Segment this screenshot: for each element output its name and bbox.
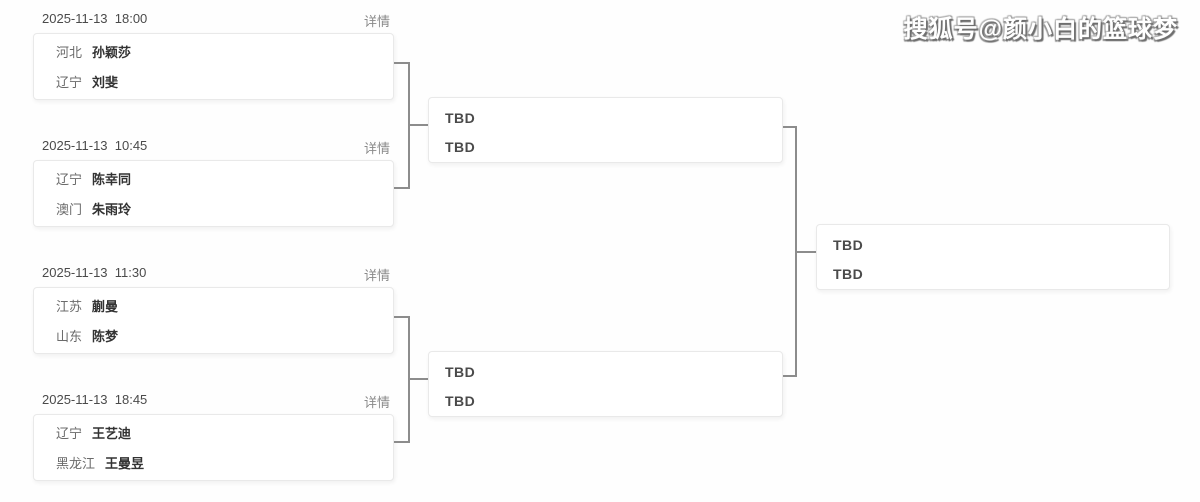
player-name: 孙颖莎 <box>92 45 132 60</box>
player-region: 河北 <box>56 45 83 60</box>
tbd-slot: TBD <box>445 364 476 380</box>
player-name: 蒯曼 <box>92 299 119 314</box>
tbd-slot: TBD <box>833 237 864 253</box>
player-row: 辽宁陈幸同 <box>34 165 393 195</box>
player-region: 澳门 <box>56 202 83 217</box>
player-name: 王曼昱 <box>105 456 145 471</box>
bracket-connector-stub <box>410 124 428 126</box>
player-row: 河北孙颖莎 <box>34 38 393 68</box>
match-header: 2025-11-13 18:00 详情 <box>33 11 394 33</box>
watermark: 搜狐号@颜小白的篮球梦 <box>903 16 1178 43</box>
match-datetime: 2025-11-13 11:30 <box>42 265 147 280</box>
semifinal-box: TBD TBD <box>428 351 783 417</box>
details-link[interactable]: 详情 <box>363 141 390 156</box>
match-header: 2025-11-13 18:45 详情 <box>33 392 394 414</box>
player-region: 辽宁 <box>56 75 83 90</box>
tbd-slot: TBD <box>833 266 864 282</box>
match-datetime: 2025-11-13 18:45 <box>42 392 148 407</box>
match-datetime: 2025-11-13 10:45 <box>42 138 148 153</box>
details-link[interactable]: 详情 <box>363 268 390 283</box>
match-box: 辽宁陈幸同 澳门朱雨玲 <box>33 160 394 227</box>
bracket-connector <box>394 316 410 443</box>
match-box: 辽宁王艺迪 黑龙江王曼昱 <box>33 414 394 481</box>
player-region: 辽宁 <box>56 172 83 187</box>
match-card: 2025-11-13 11:30 详情 江苏蒯曼 山东陈梦 <box>33 265 394 354</box>
player-row: 辽宁王艺迪 <box>34 419 393 449</box>
match-card: 2025-11-13 18:45 详情 辽宁王艺迪 黑龙江王曼昱 <box>33 392 394 481</box>
player-name: 陈幸同 <box>92 172 132 187</box>
player-name: 王艺迪 <box>92 426 132 441</box>
player-row: 江苏蒯曼 <box>34 292 393 322</box>
match-datetime: 2025-11-13 18:00 <box>42 11 148 26</box>
player-row: 黑龙江王曼昱 <box>34 449 393 479</box>
details-link[interactable]: 详情 <box>363 395 390 410</box>
semifinal-box: TBD TBD <box>428 97 783 163</box>
player-row: 山东陈梦 <box>34 322 393 352</box>
bracket-connector <box>783 126 797 377</box>
player-name: 陈梦 <box>92 329 119 344</box>
match-box: 河北孙颖莎 辽宁刘斐 <box>33 33 394 100</box>
tbd-slot: TBD <box>445 139 476 155</box>
match-header: 2025-11-13 11:30 详情 <box>33 265 394 287</box>
bracket-connector-stub <box>410 378 428 380</box>
player-row: 辽宁刘斐 <box>34 68 393 98</box>
player-name: 刘斐 <box>92 75 119 90</box>
player-region: 山东 <box>56 329 83 344</box>
match-box: 江苏蒯曼 山东陈梦 <box>33 287 394 354</box>
bracket-connector <box>394 62 410 189</box>
player-region: 辽宁 <box>56 426 83 441</box>
tbd-slot: TBD <box>445 110 476 126</box>
bracket-connector-stub <box>797 251 816 253</box>
match-card: 2025-11-13 18:00 详情 河北孙颖莎 辽宁刘斐 <box>33 11 394 100</box>
details-link[interactable]: 详情 <box>363 14 390 29</box>
player-row: 澳门朱雨玲 <box>34 195 393 225</box>
final-box: TBD TBD <box>816 224 1170 290</box>
player-region: 江苏 <box>56 299 83 314</box>
match-card: 2025-11-13 10:45 详情 辽宁陈幸同 澳门朱雨玲 <box>33 138 394 227</box>
tbd-slot: TBD <box>445 393 476 409</box>
match-header: 2025-11-13 10:45 详情 <box>33 138 394 160</box>
player-region: 黑龙江 <box>56 456 96 471</box>
player-name: 朱雨玲 <box>92 202 132 217</box>
